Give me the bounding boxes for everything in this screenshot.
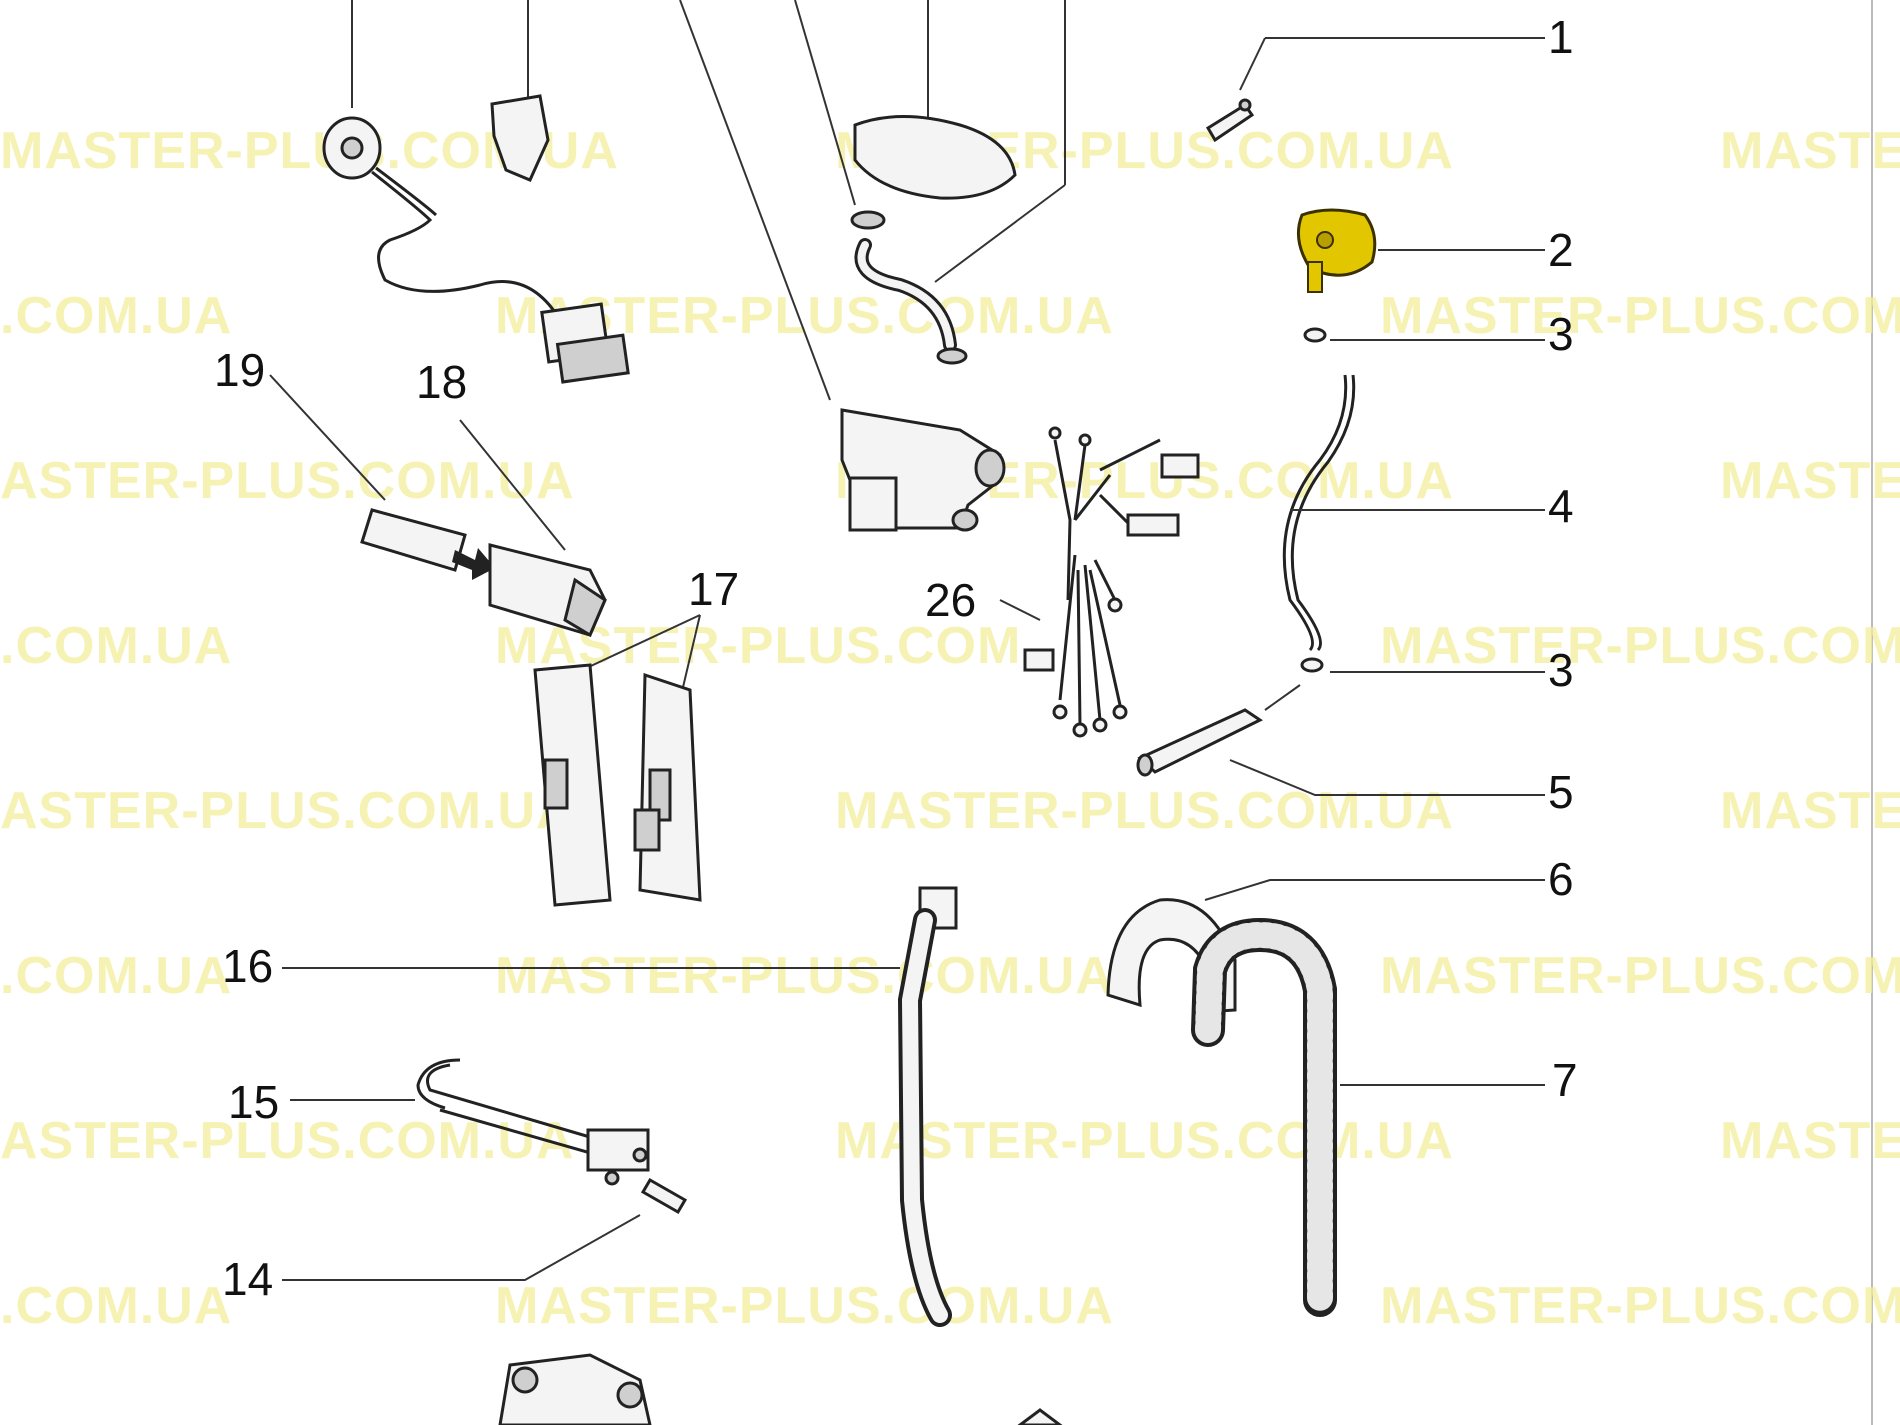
label-part-5: 5 (1548, 766, 1574, 818)
part-labels: 1 2 3 4 3 5 6 7 14 15 16 17 18 19 26 (214, 11, 1578, 1305)
part-7-drain-hose (1191, 917, 1545, 1317)
watermark-text: MASTER-PLUS.COM.UA (495, 947, 1114, 1005)
watermark-layer: MASTER-PLUS.COM.UA MASTER-PLUS.COM.UA MA… (0, 122, 1900, 1335)
label-part-14: 14 (222, 1253, 273, 1305)
label-part-19: 19 (214, 344, 265, 396)
watermark-text: MASTE (1720, 1112, 1900, 1170)
wiring-harness (999, 426, 1200, 738)
part-1-connector-pin (1205, 37, 1545, 143)
label-part-15: 15 (228, 1076, 279, 1128)
watermark-text: ASTER-PLUS.COM.UA (0, 1112, 575, 1170)
part-14-ntc-sensor (282, 1177, 688, 1281)
watermark-text: MASTER-PLUS.COM (1380, 617, 1900, 675)
watermark-text: ASTER-PLUS.COM.UA (0, 782, 575, 840)
watermark-text: MASTE (1720, 782, 1900, 840)
watermark-text: .COM.UA (0, 287, 232, 345)
watermark-text: MASTER-PLUS.COM (1380, 947, 1900, 1005)
part-17-control-board (533, 614, 702, 907)
watermark-text: .COM.UA (0, 617, 232, 675)
pressure-switch-highlight (1296, 208, 1377, 277)
watermark-text: MASTE (1720, 122, 1900, 180)
watermark-text: MASTER-PLUS.COM.UA (835, 1112, 1454, 1170)
part-16-long-hose (282, 886, 958, 1327)
part-2-pressure-switch (1296, 208, 1545, 293)
watermark-text: .COM.UA (0, 1277, 232, 1335)
watermark-text: MASTER-PLUS.COM.UA (835, 782, 1454, 840)
watermark-text: .COM.UA (0, 947, 232, 1005)
label-part-16: 16 (222, 940, 273, 992)
label-part-1: 1 (1548, 11, 1574, 63)
part-5-air-trap-tube (1136, 708, 1545, 796)
watermark-text: ASTER-PLUS.COM.UA (0, 452, 575, 510)
watermark-text: MASTER-PLUS.COM (1380, 1277, 1900, 1335)
part-6-hose-guide (1106, 879, 1545, 1014)
power-cord-assembly (322, 0, 630, 384)
bottom-pump-fragment (498, 1353, 1063, 1425)
label-part-4: 4 (1548, 480, 1574, 532)
label-part-2: 2 (1548, 224, 1574, 276)
watermark-text: MASTER-PLUS.COM.UA (495, 1277, 1114, 1335)
label-part-26: 26 (925, 574, 976, 626)
inlet-valve (840, 408, 1006, 532)
part-15-heater (290, 1058, 650, 1186)
watermark-text: MASTE (1720, 452, 1900, 510)
top-center-assembly (679, 0, 1066, 401)
parts-3-4-hose-assembly (1264, 327, 1545, 711)
label-part-7: 7 (1552, 1054, 1578, 1106)
label-part-3-bottom: 3 (1548, 644, 1574, 696)
label-part-6: 6 (1548, 853, 1574, 905)
watermark-text: MASTER-PLUS.COM (1380, 287, 1900, 345)
label-part-17: 17 (688, 563, 739, 615)
label-part-18: 18 (416, 356, 467, 408)
label-part-3-top: 3 (1548, 308, 1574, 360)
parts-18-19-module (269, 374, 607, 638)
